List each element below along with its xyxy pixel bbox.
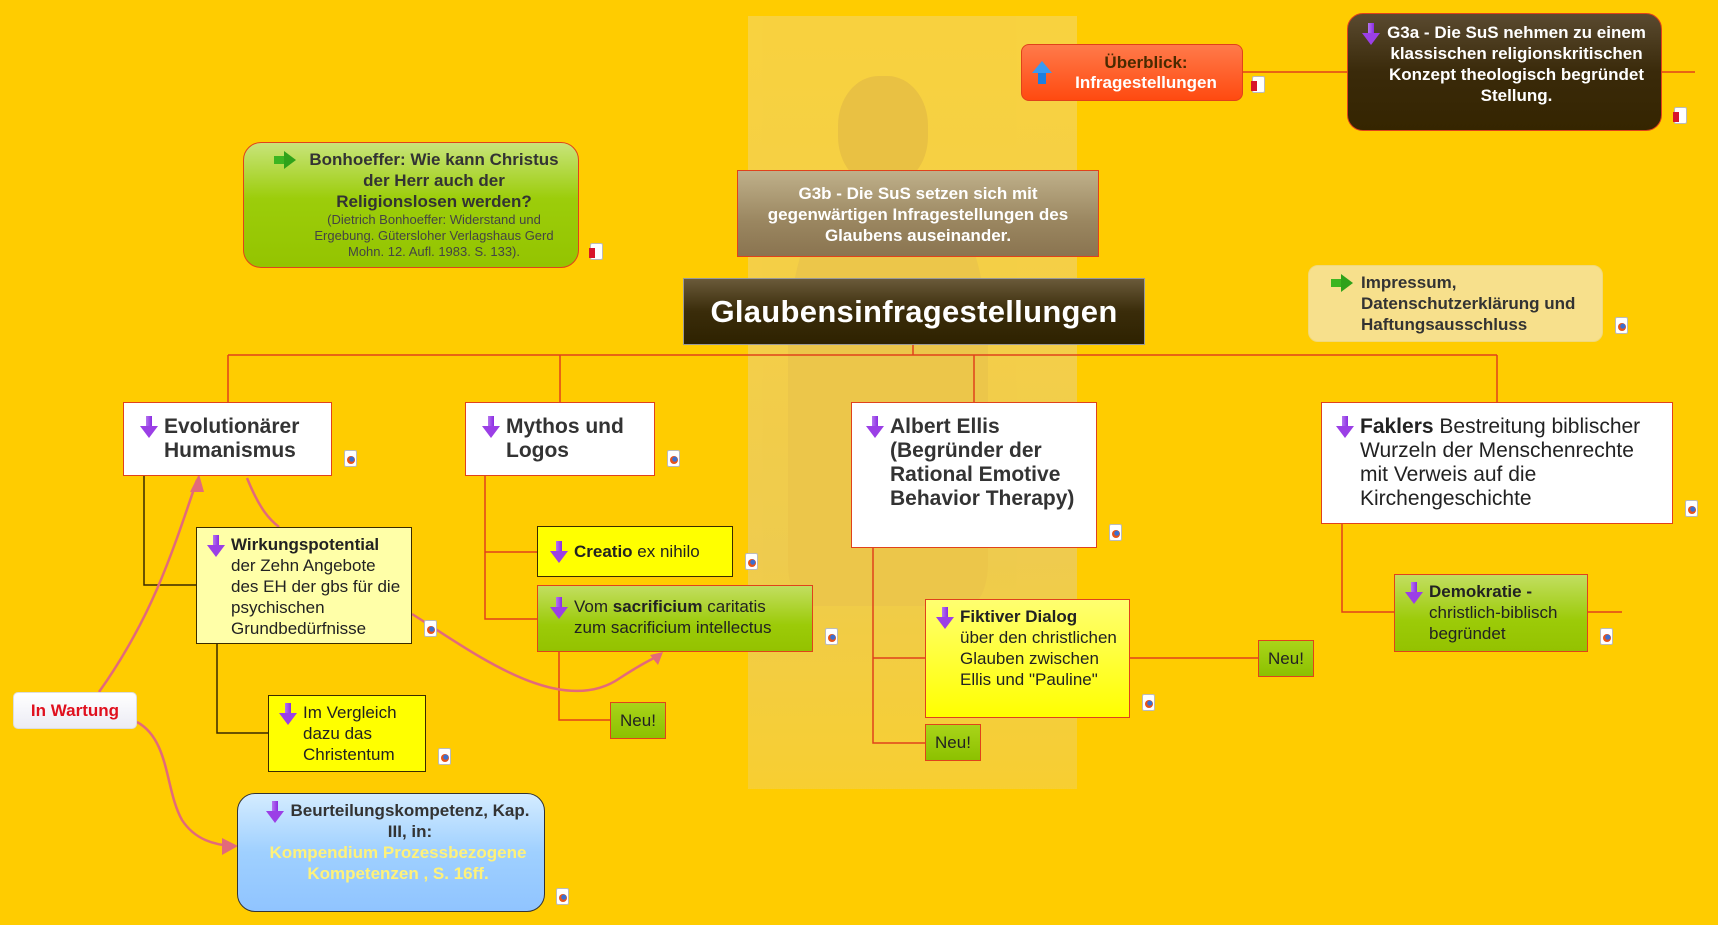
relation-wartung-beurteilung [136,720,234,848]
sacrificium-node[interactable]: Vom sacrificium caritatis zum sacrificiu… [537,585,813,652]
attachment-icon[interactable] [438,748,451,765]
relation-arrowhead [222,838,238,855]
branch-evolutionaerer-humanismus[interactable]: Evolutionärer Humanismus [123,402,332,476]
attachment-icon[interactable] [424,620,437,637]
overview-node[interactable]: Überblick: Infragestellungen [1021,44,1243,101]
arrow-down-icon [1362,23,1380,45]
arrow-down-icon [550,541,568,563]
arrow-down-icon [550,597,568,619]
root-title: Glaubensinfragestellungen [710,293,1118,329]
arrow-down-icon [866,416,884,438]
connector-root [227,345,1498,402]
g3a-node[interactable]: G3a - Die SuS nehmen zu einem klassische… [1347,13,1662,131]
relation-arrowhead [190,474,204,492]
kompendium-link[interactable]: Kompendium Prozessbezogene Kompetenzen ,… [269,843,527,883]
attachment-icon[interactable] [667,450,680,467]
impressum-node[interactable]: Impressum, Datenschutzerklärung und Haft… [1308,265,1603,342]
bonhoeffer-node[interactable]: Bonhoeffer: Wie kann Christus der Herr a… [243,142,579,268]
arrow-right-icon [274,151,296,169]
neu-node[interactable]: Neu! [610,702,666,739]
arrow-right-icon [1331,274,1353,292]
relation-arrowhead [650,652,663,665]
attachment-icon[interactable] [344,450,357,467]
attachment-icon[interactable] [1142,694,1155,711]
arrow-down-icon [936,607,954,629]
creatio-node[interactable]: Creatio ex nihilo [537,526,733,577]
arrow-down-icon [1336,416,1354,438]
attachment-icon[interactable] [1685,500,1698,517]
neu-node[interactable]: Neu! [925,724,981,761]
arrow-down-icon [279,703,297,725]
connector-faklers [1341,524,1622,613]
arrow-up-icon [1032,60,1052,85]
g3b-node[interactable]: G3b - Die SuS setzen sich mit gegenwärti… [737,170,1099,257]
attachment-icon[interactable] [1615,317,1628,334]
attachment-icon[interactable] [589,243,603,260]
arrow-down-icon [207,535,225,557]
relation-wartung-evo [97,479,199,693]
beurteilungskompetenz-node[interactable]: Beurteilungskompetenz, Kap. III, in: Kom… [237,793,545,912]
root-node[interactable]: Glaubensinfragestellungen [683,278,1145,345]
attachment-icon[interactable] [825,628,838,645]
in-wartung-node[interactable]: In Wartung [13,692,137,729]
im-vergleich-node[interactable]: Im Vergleich dazu das Christentum [268,695,426,772]
neu-node[interactable]: Neu! [1258,640,1314,677]
arrow-down-icon [482,416,500,438]
connector-sacrificium [558,652,610,721]
branch-mythos-und-logos[interactable]: Mythos und Logos [465,402,655,476]
attachment-icon[interactable] [1251,76,1265,93]
connector-wirkung [216,644,268,734]
connector-ellis [872,548,1258,744]
branch-faklers[interactable]: Faklers Bestreitung biblischer Wurzeln d… [1321,402,1673,524]
attachment-icon[interactable] [745,553,758,570]
arrow-down-icon [266,801,284,823]
relation-evo-sacrificium [245,477,661,693]
attachment-icon[interactable] [1600,628,1613,645]
arrow-down-icon [140,416,158,438]
attachment-icon[interactable] [1673,107,1687,124]
arrow-down-icon [1405,582,1423,604]
connector-mythos [484,476,537,620]
demokratie-node[interactable]: Demokratie -christlich-biblisch begründe… [1394,574,1588,652]
branch-albert-ellis[interactable]: Albert Ellis (Begründer der Rational Emo… [851,402,1097,548]
connector-evo [143,476,196,586]
attachment-icon[interactable] [556,888,569,905]
attachment-icon[interactable] [1109,524,1122,541]
